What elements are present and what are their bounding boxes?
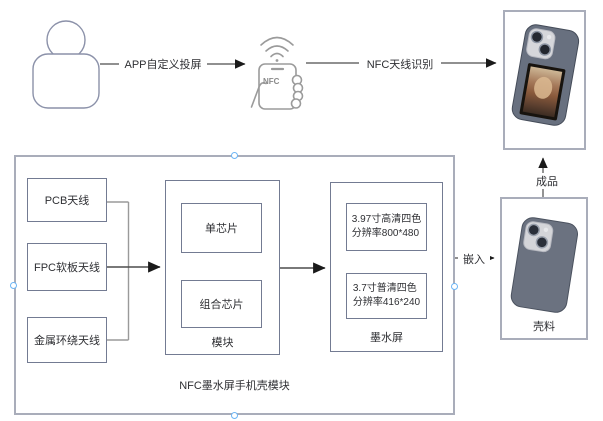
camera-module-icon [523,221,554,253]
case-material-label: 壳料 [533,321,555,333]
combo-chip-box[interactable]: 组合芯片 [181,280,262,328]
antenna-bus-wire [107,201,130,341]
nfc-phone-icon[interactable]: NFC [250,36,304,110]
finished-phone-image [508,22,581,133]
sd-screen-box[interactable]: 3.7寸普清四色 分辨率416*240 [346,273,427,319]
antenna-box-fpc[interactable]: FPC软板天线 [27,243,107,291]
antenna-box-metal[interactable]: 金属环绕天线 [27,317,107,363]
app-cast-label: APP自定义投屏 [119,56,207,72]
antenna-label: PCB天线 [44,195,90,207]
user-icon[interactable] [32,20,100,109]
connection-point-right[interactable] [451,283,458,290]
embed-label: 嵌入 [458,251,490,267]
finished-label: 成品 [531,173,563,189]
connection-point-top[interactable] [231,152,238,159]
chip-label: 单芯片 [205,223,238,235]
case-phone-image [508,215,580,320]
antenna-box-pcb[interactable]: PCB天线 [27,178,107,222]
nfc-recognize-label: NFC天线识别 [359,56,441,72]
main-module-title: NFC墨水屏手机壳模块 [179,380,290,392]
finished-product-box[interactable] [503,10,586,150]
chip-label: 组合芯片 [199,299,244,311]
ink-screen-group-label: 墨水屏 [370,332,403,344]
connection-point-left[interactable] [10,282,17,289]
screen-spec-label: 3.97寸高清四色 分辨率800*480 [351,213,422,240]
antenna-label: FPC软板天线 [34,262,100,274]
hd-screen-box[interactable]: 3.97寸高清四色 分辨率800*480 [346,203,427,251]
antenna-label: 金属环绕天线 [34,335,100,347]
wifi-wave-icon [260,36,294,46]
module-group-label: 模块 [211,337,234,349]
screen-spec-label: 3.7寸普清四色 分辨率416*240 [352,282,421,309]
single-chip-box[interactable]: 单芯片 [181,203,262,253]
case-material-box[interactable]: 壳料 [500,197,588,340]
connection-point-bottom[interactable] [231,412,238,419]
nfc-icon-label: NFC [263,77,280,86]
